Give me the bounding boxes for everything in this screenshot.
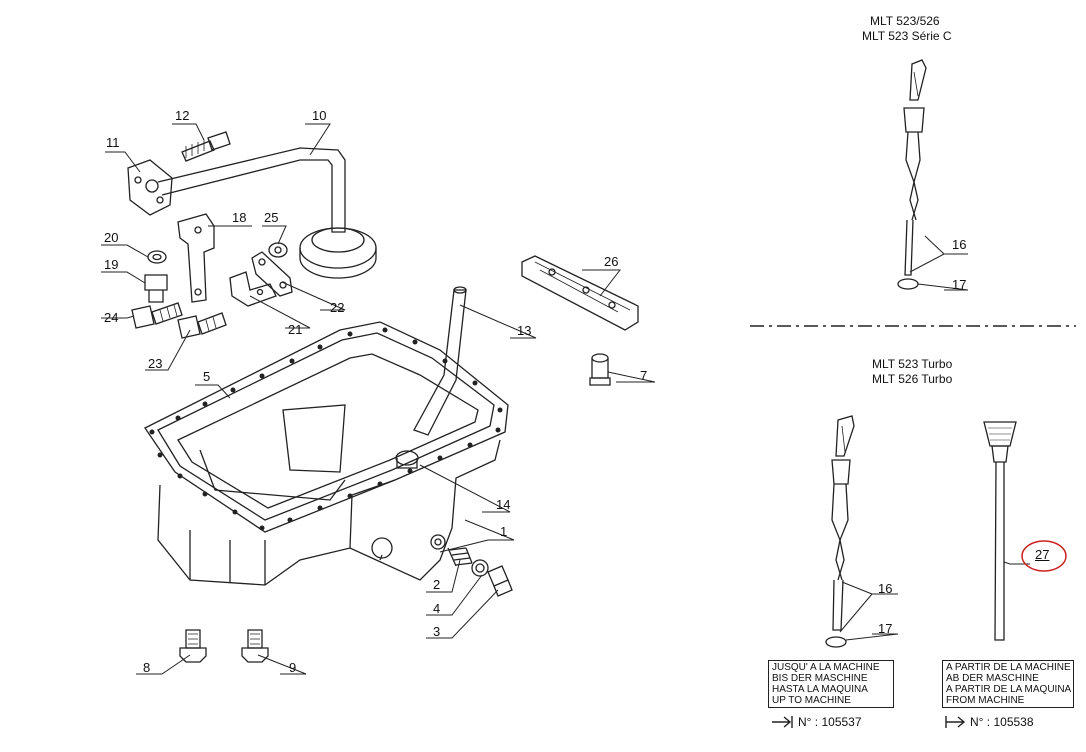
variant-heading-bottom-1: MLT 523 Turbo bbox=[872, 357, 953, 371]
callout-23: 23 bbox=[148, 356, 163, 371]
until-line-fr: JUSQU' A LA MACHINE bbox=[772, 662, 880, 673]
oil-suction-pipe bbox=[127, 147, 377, 279]
callout-17-lower: 17 bbox=[878, 621, 893, 636]
callout-1: 1 bbox=[500, 524, 508, 539]
until-machine-box: JUSQU' A LA MACHINE BIS DER MASCHINE HAS… bbox=[768, 660, 894, 708]
callout-4: 4 bbox=[433, 601, 441, 616]
callout-22: 22 bbox=[330, 300, 345, 315]
dipstick-lower-left bbox=[825, 415, 855, 648]
callout-2: 2 bbox=[433, 577, 441, 592]
oil-pan-assembly bbox=[144, 321, 509, 586]
bolt-9 bbox=[241, 629, 269, 663]
variant-heading-bottom-2: MLT 526 Turbo bbox=[872, 372, 953, 386]
callout-13: 13 bbox=[517, 323, 532, 338]
callout-16-upper: 16 bbox=[952, 237, 967, 252]
bolt-12 bbox=[181, 131, 231, 162]
until-arrow-icon bbox=[772, 716, 793, 728]
until-line-es: HASTA LA MAQUINA bbox=[772, 684, 868, 695]
clamp-21 bbox=[229, 271, 277, 307]
dipstick-lower-right bbox=[983, 421, 1017, 641]
callout-21: 21 bbox=[288, 322, 303, 337]
dipstick-upper bbox=[897, 59, 927, 290]
bolt-8 bbox=[179, 629, 207, 663]
callout-11: 11 bbox=[106, 135, 120, 150]
callout-7: 7 bbox=[640, 368, 648, 383]
callout-10: 10 bbox=[312, 108, 327, 123]
from-line-en: FROM MACHINE bbox=[946, 695, 1025, 706]
callout-17-upper: 17 bbox=[952, 277, 967, 292]
highlight-circle-27 bbox=[1021, 540, 1067, 572]
callout-19: 19 bbox=[104, 257, 119, 272]
from-line-fr: A PARTIR DE LA MACHINE bbox=[946, 662, 1071, 673]
clip-25 bbox=[268, 242, 288, 258]
callout-26: 26 bbox=[604, 254, 619, 269]
drain-plug-3 bbox=[487, 565, 513, 597]
washer-20 bbox=[147, 250, 167, 264]
bolt-19 bbox=[144, 274, 168, 303]
spring-2 bbox=[447, 547, 473, 567]
callout-8: 8 bbox=[143, 660, 151, 675]
from-arrow-icon bbox=[945, 716, 966, 728]
from-machine-box: A PARTIR DE LA MACHINE AB DER MASCHINE A… bbox=[942, 660, 1074, 708]
plug-7 bbox=[589, 353, 611, 386]
callout-9: 9 bbox=[289, 660, 297, 675]
callout-16-lower: 16 bbox=[878, 581, 893, 596]
from-serial-number: N° : 105538 bbox=[970, 715, 1034, 729]
callout-24: 24 bbox=[104, 310, 119, 325]
until-serial-number: N° : 105537 bbox=[798, 715, 862, 729]
variant-heading-top-1: MLT 523/526 bbox=[870, 14, 940, 28]
oil-rail-26 bbox=[521, 255, 639, 331]
bolt-23 bbox=[177, 312, 227, 339]
bracket-18 bbox=[177, 213, 215, 303]
variant-heading-top-2: MLT 523 Série C bbox=[862, 29, 952, 43]
from-line-de: AB DER MASCHINE bbox=[946, 673, 1039, 684]
clamp-22 bbox=[251, 251, 293, 297]
callout-20: 20 bbox=[104, 230, 119, 245]
dipstick-tube bbox=[413, 286, 467, 436]
bolt-24 bbox=[131, 302, 183, 329]
callout-12: 12 bbox=[175, 108, 190, 123]
until-line-en: UP TO MACHINE bbox=[772, 695, 851, 706]
callout-27: 27 bbox=[1035, 547, 1050, 562]
callout-5: 5 bbox=[203, 369, 211, 384]
washer-4 bbox=[471, 559, 489, 577]
from-line-es: A PARTIR DE LA MAQUINA bbox=[946, 684, 1072, 695]
callout-18: 18 bbox=[232, 210, 247, 225]
callout-14: 14 bbox=[496, 497, 511, 512]
leader-lines bbox=[101, 123, 1030, 675]
callout-3: 3 bbox=[433, 624, 441, 639]
callout-25: 25 bbox=[264, 210, 279, 225]
until-line-de: BIS DER MASCHINE bbox=[772, 673, 868, 684]
